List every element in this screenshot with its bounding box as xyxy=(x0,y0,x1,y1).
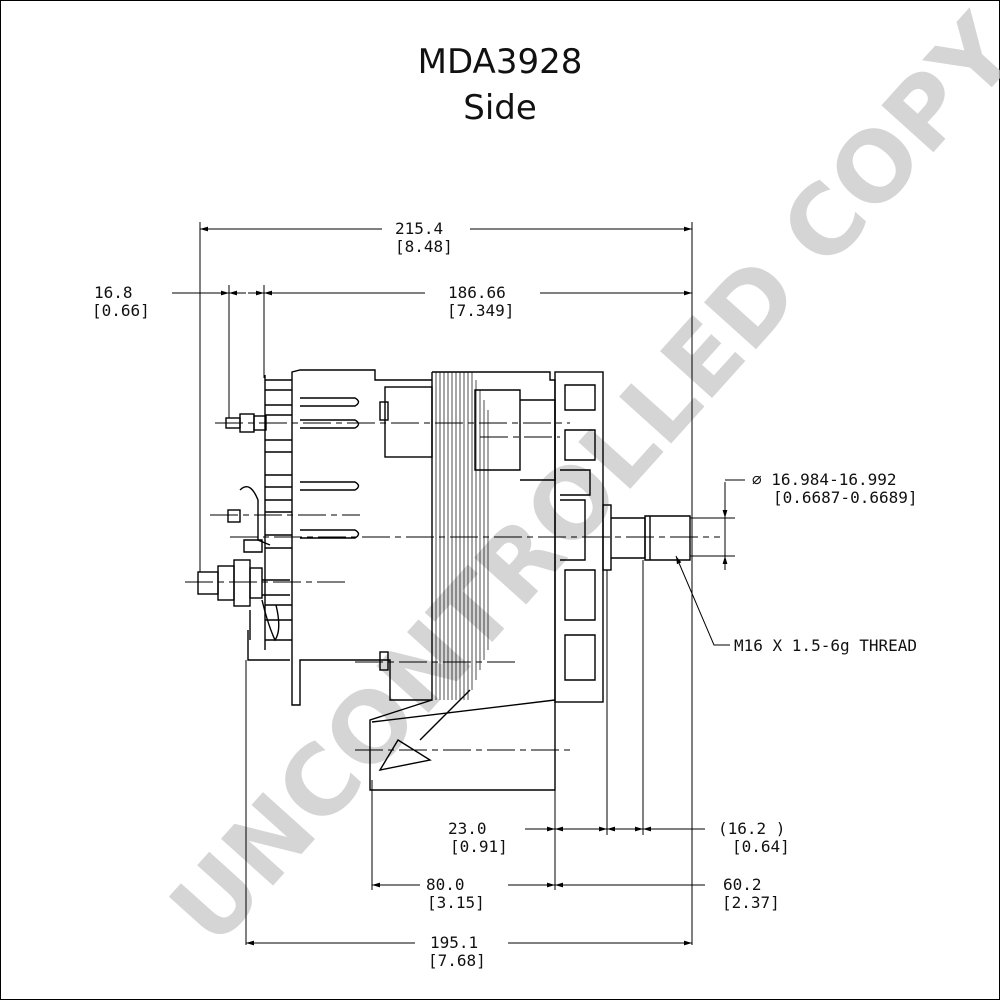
centerlines xyxy=(185,422,720,751)
dim-flange-to-shaft-end-in: [2.37] xyxy=(722,893,780,912)
dim-shaft-step-in: [0.64] xyxy=(732,837,790,856)
dim-body-to-mount-in: [7.349] xyxy=(447,301,514,320)
dim-foot-to-flange-in: [3.15] xyxy=(427,893,485,912)
dim-overall-length-mm: 215.4 xyxy=(395,219,443,238)
dim-flange-to-shaft-end-mm: 60.2 xyxy=(723,875,762,894)
dim-base-length-in: [7.68] xyxy=(428,951,486,970)
rear-fins xyxy=(264,375,292,650)
dim-terminal-offset-mm: 16.8 xyxy=(94,283,133,302)
terminal-studs xyxy=(197,413,290,642)
drawing-subtitle: Side xyxy=(463,88,537,128)
drawing-title: MDA3928 xyxy=(417,42,583,82)
dimension-labels: 215.4 [8.48] 16.8 [0.66] 186.66 [7.349] … xyxy=(92,219,918,970)
threaded-shaft-end xyxy=(644,515,691,561)
dim-pulley-offset-in: [0.91] xyxy=(450,837,508,856)
dim-shaft-step-mm: (16.2 ) xyxy=(718,819,785,838)
dim-pulley-offset-mm: 23.0 xyxy=(448,819,487,838)
dim-terminal-offset-in: [0.66] xyxy=(92,301,150,320)
dim-thread-callout: M16 X 1.5-6g THREAD xyxy=(734,636,917,655)
upper-stator-boss xyxy=(384,386,433,458)
extension-lines xyxy=(199,222,745,945)
dim-overall-length-in: [8.48] xyxy=(395,237,453,256)
dim-body-to-mount-mm: 186.66 xyxy=(448,283,506,302)
stator-laminations xyxy=(431,372,489,700)
dimension-lines xyxy=(172,226,730,946)
rear-foot xyxy=(247,630,290,661)
dim-foot-to-flange-mm: 80.0 xyxy=(426,875,465,894)
dim-shaft-diameter-mm: ∅ 16.984-16.992 xyxy=(752,470,897,489)
dim-base-length-mm: 195.1 xyxy=(430,933,478,952)
alternator-body xyxy=(197,369,691,791)
dim-shaft-diameter-in: [0.6687-0.6689] xyxy=(773,488,918,507)
